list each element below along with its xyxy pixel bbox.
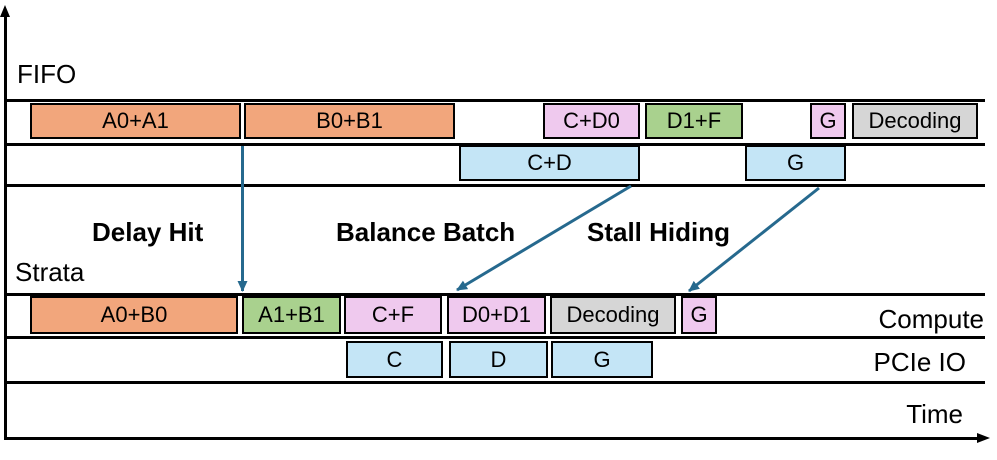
time-axis-label: Time xyxy=(906,399,963,429)
task-strata-cf: C+F xyxy=(344,296,442,334)
y-axis-line xyxy=(4,13,7,440)
task-strata-d0d1: D0+D1 xyxy=(447,296,546,334)
fifo-compute-band-bottom-line xyxy=(4,143,985,146)
delay-hit-label: Delay Hit xyxy=(92,217,204,247)
task-fifo-io-cd: C+D xyxy=(459,145,640,181)
balance-batch-label: Balance Batch xyxy=(336,217,516,247)
y-axis-arrowhead-icon xyxy=(0,5,10,17)
time-axis-line xyxy=(4,437,985,440)
compute-row-label: Compute xyxy=(878,304,985,334)
task-fifo-b0b1: B0+B1 xyxy=(244,103,455,139)
task-fifo-a0a1: A0+A1 xyxy=(30,103,241,139)
task-strata-io-d: D xyxy=(449,341,548,378)
task-strata-io-g: G xyxy=(551,341,653,378)
task-strata-decoding: Decoding xyxy=(550,296,676,334)
task-fifo-d1f: D1+F xyxy=(645,103,743,139)
task-fifo-decoding: Decoding xyxy=(852,103,978,139)
strata-compute-band-bottom-line xyxy=(4,336,985,339)
fifo-label: FIFO xyxy=(17,59,77,89)
task-fifo-io-g: G xyxy=(745,145,846,181)
fifo-io-band-bottom-line xyxy=(4,184,985,187)
strata-io-band-bottom-line xyxy=(4,381,985,384)
task-strata-g: G xyxy=(681,296,717,334)
task-strata-a1b1: A1+B1 xyxy=(242,296,341,334)
task-fifo-g: G xyxy=(810,103,846,139)
task-strata-io-c: C xyxy=(346,341,443,378)
task-strata-a0b0: A0+B0 xyxy=(30,296,238,334)
pcie-io-row-label: PCIe IO xyxy=(873,347,966,377)
stall-hiding-label: Stall Hiding xyxy=(587,217,730,247)
strata-label: Strata xyxy=(15,257,85,287)
task-fifo-cd0: C+D0 xyxy=(543,103,640,139)
fifo-compute-band-top-line xyxy=(4,99,985,102)
strata-compute-band-top-line xyxy=(4,293,985,296)
